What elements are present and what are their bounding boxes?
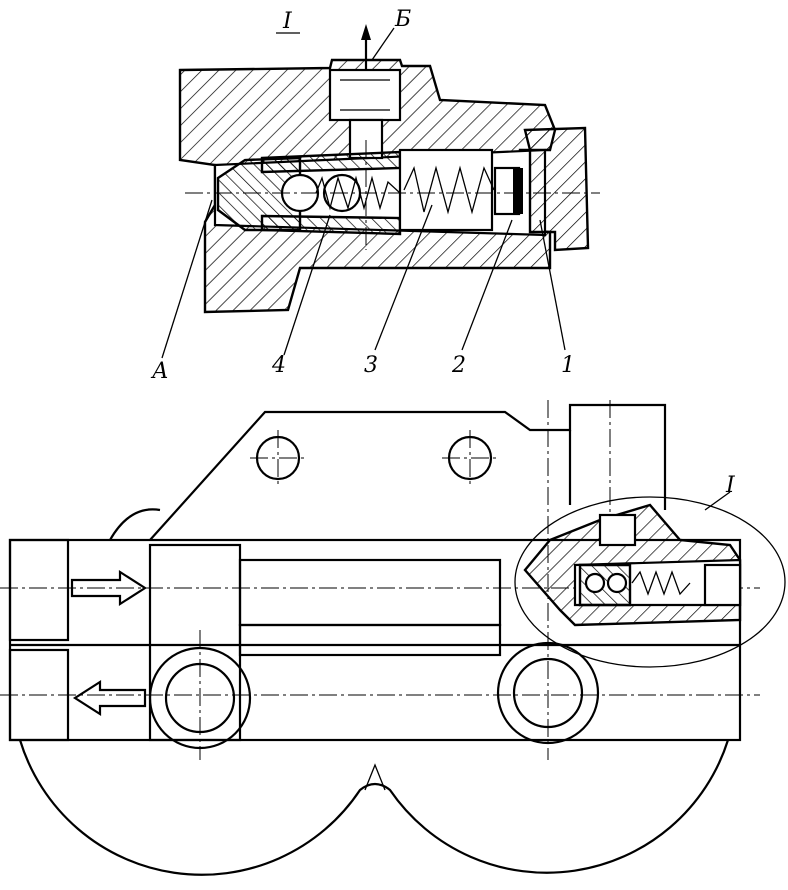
inlet-flow-arrow	[70, 569, 148, 607]
assembly-view: I	[0, 400, 786, 876]
section-view: I Б	[150, 7, 600, 384]
outlet-flow-arrow	[72, 679, 147, 717]
callout-2: 2	[451, 353, 466, 378]
leader-3	[374, 204, 433, 351]
lower-lobes	[18, 739, 730, 876]
detail-label: I	[725, 473, 736, 498]
detail-end-cap	[703, 563, 742, 607]
detail-ellipse	[514, 496, 786, 668]
main-spring	[403, 165, 495, 215]
seat-ring	[513, 168, 523, 214]
lobe-notch	[364, 763, 386, 791]
port-label-top: Б	[394, 7, 411, 32]
leader-2	[461, 219, 513, 351]
detail-leader	[704, 491, 731, 511]
callout-3: 3	[364, 353, 378, 378]
end-cap	[523, 126, 590, 252]
detail-outlet	[598, 513, 637, 547]
piston-chamber	[398, 148, 494, 232]
callout-1: 1	[561, 353, 575, 378]
end-cap-upper	[8, 538, 70, 642]
outlet-port	[328, 68, 402, 122]
leader-4	[283, 214, 331, 356]
detail-ball-2	[606, 572, 628, 594]
mounting-bracket	[149, 403, 667, 541]
detail-ball-1	[584, 572, 606, 594]
callout-4: 4	[271, 353, 286, 378]
port-label-top-leader	[371, 27, 395, 61]
leader-1	[539, 219, 566, 351]
port-label-left: А	[150, 359, 169, 384]
section-label: I	[282, 9, 293, 34]
detail-spring	[631, 570, 691, 596]
bore-left	[148, 543, 242, 742]
bore-mid-upper	[238, 558, 502, 627]
leader-a	[161, 199, 213, 359]
ball-spring	[315, 175, 401, 211]
outlet-arrowhead	[361, 24, 371, 40]
boss-curve	[109, 508, 161, 541]
bore-mid-lower	[238, 623, 502, 657]
